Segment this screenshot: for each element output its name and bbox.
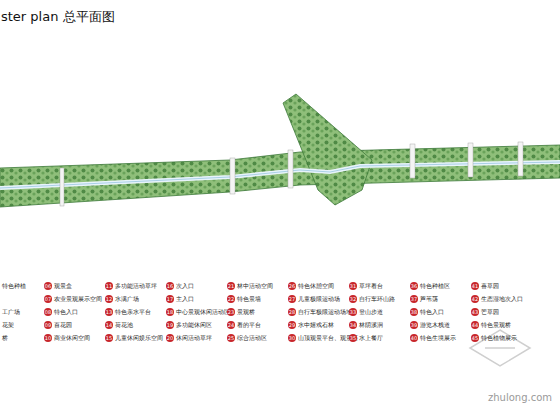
legend-text: 儿童休闲娱乐空间 <box>115 335 163 341</box>
callout-number: 40 <box>410 334 418 342</box>
legend-text: 芒草园 <box>481 309 499 315</box>
bridges <box>60 142 523 206</box>
callout-number: 17 <box>166 295 174 303</box>
callout-number: 38 <box>410 308 418 316</box>
legend-text: 看的平台 <box>237 322 261 328</box>
callout-number: 44 <box>471 321 479 329</box>
legend-text: 百花园 <box>54 322 72 328</box>
legend-text: 特色入口 <box>54 309 78 315</box>
legend-text: 特色亲水平台 <box>115 309 151 315</box>
legend-text: 水满广场 <box>115 296 139 302</box>
callout-number: 42 <box>471 295 479 303</box>
legend-text: 特色种植 <box>2 283 26 289</box>
callout-number: 30 <box>288 334 296 342</box>
legend-text: 农业景观展示空间 <box>54 296 102 302</box>
legend-text: 景观桥 <box>237 309 255 315</box>
legend-text: 工广场 <box>2 309 20 315</box>
legend-text: 多功能休闲区 <box>176 322 212 328</box>
legend-text: 特色种植区 <box>420 283 450 289</box>
legend-text: 综合活动区 <box>237 335 267 341</box>
legend-text: 游览木栈道 <box>420 322 450 328</box>
callout-number: 21 <box>227 282 235 290</box>
callout-number: 06 <box>44 282 52 290</box>
hill-park <box>283 94 372 205</box>
watermark-icon <box>470 330 530 366</box>
callout-number: 16 <box>166 282 174 290</box>
legend-text: 儿童极限运动场 <box>298 296 340 302</box>
callout-number: 43 <box>471 308 479 316</box>
legend-text: 林中活动空间 <box>237 283 273 289</box>
plan-title: ster plan 总平面图 <box>1 8 115 26</box>
callout-number: 41 <box>471 282 479 290</box>
callout-number: 29 <box>288 321 296 329</box>
legend-text: 次入口 <box>176 283 194 289</box>
legend-text: 水中嬉戏石林 <box>298 322 334 328</box>
legend-text: 中心景观休闲活动区 <box>176 309 230 315</box>
legend-text: 特色景墙 <box>237 296 261 302</box>
legend-text: 自行车极限运动场地 <box>298 309 352 315</box>
legend-text: 芦苇荡 <box>420 296 438 302</box>
callout-number: 33 <box>349 308 357 316</box>
legend-text: 特色生境展示 <box>420 335 456 341</box>
callout-number: 15 <box>105 334 113 342</box>
callout-number: 45 <box>471 334 479 342</box>
legend-text: 休闲活动草坪 <box>176 335 212 341</box>
legend-text: 桥 <box>2 335 8 341</box>
callout-number: 23 <box>227 308 235 316</box>
callout-number: 31 <box>349 282 357 290</box>
legend-text: 特色休憩空间 <box>298 283 334 289</box>
legend-text: 花架 <box>2 322 14 328</box>
callout-number: 32 <box>349 295 357 303</box>
callout-number: 34 <box>349 321 357 329</box>
legend-text: 草坪看台 <box>359 283 383 289</box>
callout-number: 19 <box>166 321 174 329</box>
river-edge <box>0 162 560 188</box>
callout-number: 37 <box>410 295 418 303</box>
legend-text: 特色植物展示 <box>481 335 517 341</box>
legend-text: 生态湿地次入口 <box>481 296 523 302</box>
legend-text: 林阴溪涧 <box>359 322 383 328</box>
callout-number: 11 <box>105 282 113 290</box>
legend-text: 商业休闲空间 <box>54 335 90 341</box>
legend-text: 登山步道 <box>359 309 383 315</box>
legend-text: 特色入口 <box>420 309 444 315</box>
callout-number: 27 <box>288 295 296 303</box>
callout-number: 24 <box>227 321 235 329</box>
callout-number: 35 <box>349 334 357 342</box>
legend-text: 水上餐厅 <box>359 335 383 341</box>
watermark: zhulong.com <box>488 392 552 403</box>
park-band <box>0 145 560 207</box>
callout-number: 20 <box>166 334 174 342</box>
callout-number: 28 <box>288 308 296 316</box>
river <box>0 162 560 188</box>
callout-number: 26 <box>288 282 296 290</box>
callout-number: 07 <box>44 295 52 303</box>
callout-number: 39 <box>410 321 418 329</box>
legend-text: 多功能活动草坪 <box>115 283 157 289</box>
callout-number: 25 <box>227 334 235 342</box>
callout-number: 08 <box>44 308 52 316</box>
legend-text: 特色景观桥 <box>481 322 511 328</box>
callout-number: 12 <box>105 295 113 303</box>
legend-text: 荷花池 <box>115 322 133 328</box>
legend-text: 主入口 <box>176 296 194 302</box>
callout-number: 14 <box>105 321 113 329</box>
callout-number: 10 <box>44 334 52 342</box>
legend-text: 自行车环山路 <box>359 296 395 302</box>
callout-number: 18 <box>166 308 174 316</box>
callout-number: 36 <box>410 282 418 290</box>
legend-text: 喜草园 <box>481 283 499 289</box>
callout-number: 22 <box>227 295 235 303</box>
callout-number: 13 <box>105 308 113 316</box>
callout-number: 09 <box>44 321 52 329</box>
legend-text: 观景盒 <box>54 283 72 289</box>
